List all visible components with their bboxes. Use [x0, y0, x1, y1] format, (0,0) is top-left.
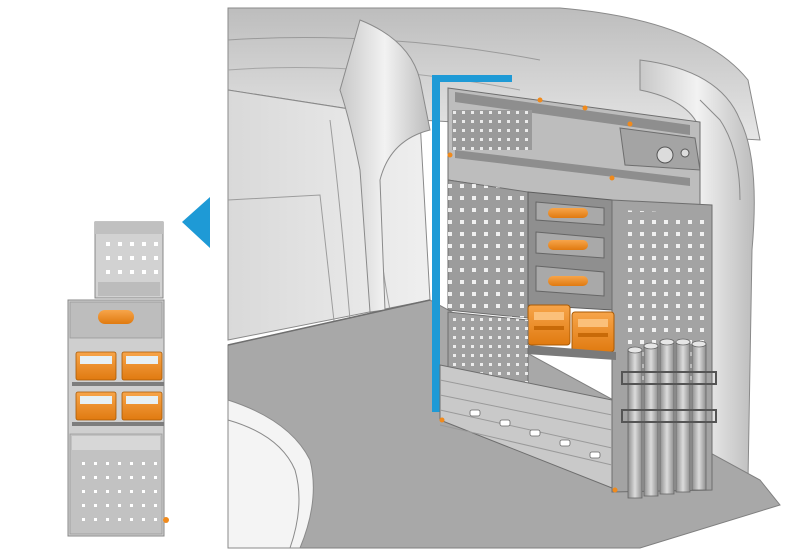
tool-case-2: [571, 311, 615, 353]
elevation-tool-cases: [72, 351, 164, 426]
drawer-handle-icon: [548, 276, 588, 286]
drawer-1: [535, 201, 605, 226]
drawer-handle-icon: [98, 310, 134, 324]
tool-case-1: [527, 304, 571, 346]
drawer-2: [535, 231, 605, 259]
tool-case-icon: [527, 304, 571, 346]
drawer-3: [535, 265, 605, 297]
tool-case-icon: [571, 311, 615, 353]
pipe-holder-icon: [621, 338, 717, 499]
main-shelving-unit: [439, 87, 717, 499]
drawer-handle-icon: [548, 240, 588, 250]
callout-arrow-icon: [182, 197, 210, 248]
drawer-handle-icon: [548, 208, 588, 218]
front-view-elevation: [67, 221, 169, 537]
